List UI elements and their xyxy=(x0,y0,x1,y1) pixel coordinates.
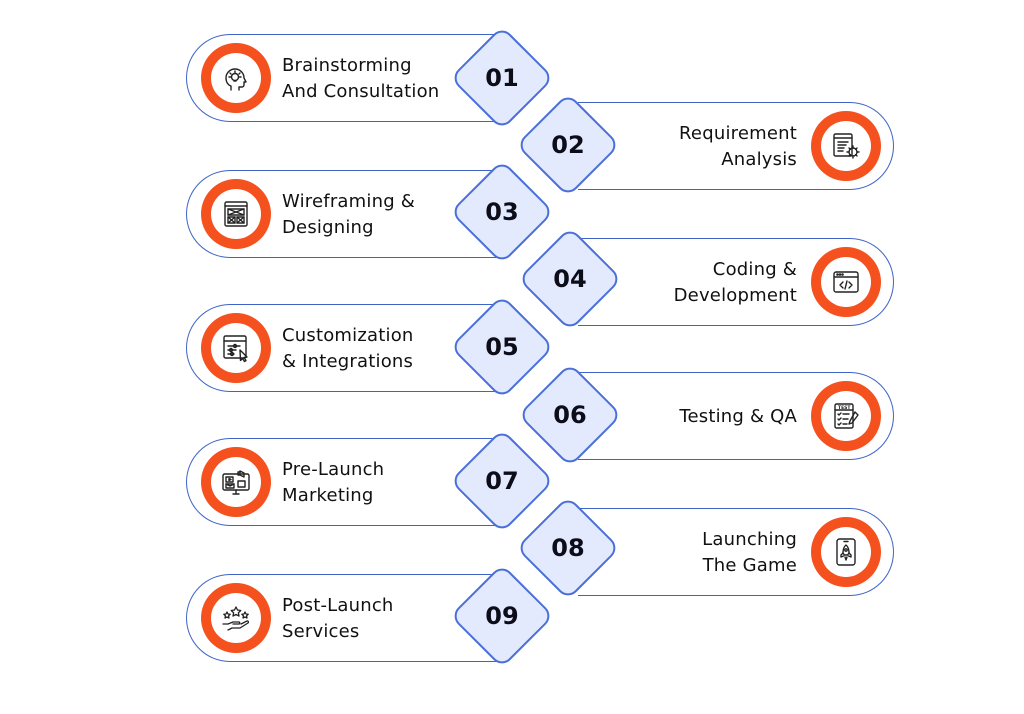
step-5-number: 05 xyxy=(485,333,519,361)
test-checklist-icon: TEST xyxy=(834,403,859,429)
step-1-card: Brainstorming And Consultation xyxy=(186,34,506,122)
step-2-number: 02 xyxy=(551,131,585,159)
step-7-card: Pre-Launch Marketing xyxy=(186,438,506,526)
step-8-number-diamond: 08 xyxy=(515,495,621,601)
step-9-card: Post-Launch Services xyxy=(186,574,506,662)
marketing-screen-icon xyxy=(222,470,250,495)
stars-hand-icon xyxy=(222,606,250,631)
rocket-phone-icon xyxy=(836,538,856,566)
step-1-number-diamond: 01 xyxy=(449,25,555,131)
step-2-badge xyxy=(811,111,881,181)
code-browser-icon xyxy=(833,271,859,293)
step-2-number-diamond: 02 xyxy=(515,92,621,198)
step-6-badge: TEST xyxy=(811,381,881,451)
step-3-number: 03 xyxy=(485,198,519,226)
svg-text:TEST: TEST xyxy=(838,405,851,411)
settings-cursor-icon xyxy=(223,335,248,363)
step-2-label: Requirement Analysis xyxy=(679,123,797,170)
step-1-label: Brainstorming And Consultation xyxy=(282,55,440,102)
wireframe-icon xyxy=(224,201,248,227)
step-9-number-diamond: 09 xyxy=(449,563,555,669)
step-3-label: Wireframing & Designing xyxy=(282,191,415,238)
step-5-card: Customization & Integrations xyxy=(186,304,506,392)
step-9-number: 09 xyxy=(485,602,519,630)
step-1-badge xyxy=(201,43,271,113)
step-3-number-diamond: 03 xyxy=(449,159,555,265)
step-1-number: 01 xyxy=(485,64,519,92)
step-6-label: Testing & QA xyxy=(679,406,797,427)
step-4-label: Coding & Development xyxy=(673,259,797,306)
step-4-card: Coding & Development xyxy=(578,238,894,326)
step-6-number-diamond: 06 xyxy=(517,362,623,468)
step-4-number: 04 xyxy=(553,265,587,293)
step-7-badge xyxy=(201,447,271,517)
step-4-number-diamond: 04 xyxy=(517,226,623,332)
step-6-number: 06 xyxy=(553,401,587,429)
step-2-card: Requirement Analysis xyxy=(578,102,894,190)
step-7-label: Pre-Launch Marketing xyxy=(282,459,385,506)
step-9-badge xyxy=(201,583,271,653)
step-4-badge xyxy=(811,247,881,317)
step-3-badge xyxy=(201,179,271,249)
brain-idea-icon xyxy=(225,68,247,91)
step-8-label: Launching The Game xyxy=(702,529,797,576)
step-8-badge xyxy=(811,517,881,587)
step-5-label: Customization & Integrations xyxy=(282,325,414,372)
step-8-card: Launching The Game xyxy=(578,508,894,596)
step-9-label: Post-Launch Services xyxy=(282,595,394,642)
step-5-badge xyxy=(201,313,271,383)
step-6-card: TEST Testing & QA xyxy=(578,372,894,460)
step-7-number-diamond: 07 xyxy=(449,428,555,534)
step-5-number-diamond: 05 xyxy=(449,294,555,400)
step-3-card: Wireframing & Designing xyxy=(186,170,506,258)
gear-document-icon xyxy=(833,133,860,159)
step-8-number: 08 xyxy=(551,534,585,562)
step-7-number: 07 xyxy=(485,467,519,495)
